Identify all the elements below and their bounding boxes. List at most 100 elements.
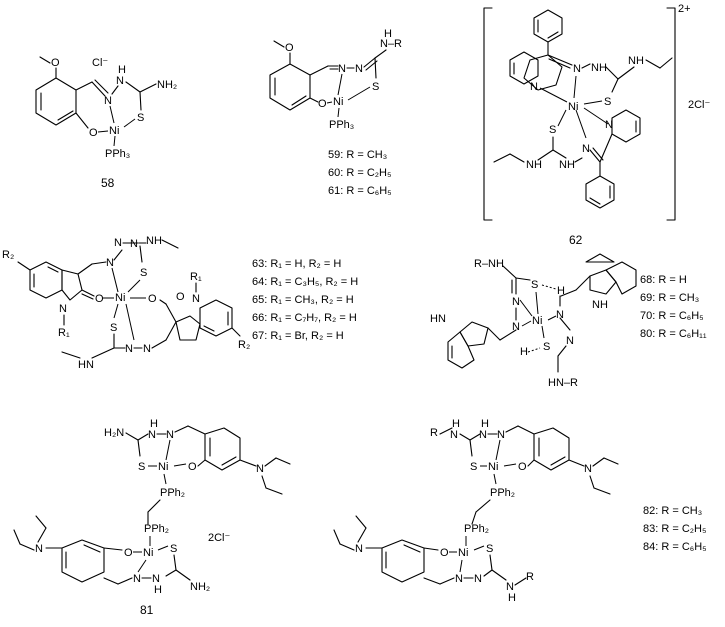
atom-nickel: Ni	[158, 461, 168, 473]
r-n-bond	[439, 427, 453, 435]
atom-phosphine: PPh₂	[160, 487, 185, 499]
atom-nitrogen: N	[256, 463, 264, 475]
atom-nickel: Ni	[333, 96, 343, 108]
atom-nitrogen: N	[497, 429, 505, 441]
methyl-bond	[273, 40, 285, 48]
ni-n-bond	[521, 320, 532, 327]
cs-bond	[515, 277, 531, 281]
phenyl-ring	[585, 175, 615, 209]
ring-double-bond	[403, 544, 421, 553]
atom-oxygen: O	[95, 293, 104, 305]
carbonyl-link	[165, 303, 177, 323]
c-nh2-bond	[139, 83, 157, 93]
ethyl-bond	[265, 487, 283, 495]
atom-oxygen: O	[89, 127, 98, 139]
methyl-bond	[161, 239, 179, 249]
c-nh-bond	[491, 569, 507, 581]
atom-hydrogen: H	[508, 592, 516, 604]
ethyl-bond	[659, 57, 673, 69]
n-r-bond	[514, 577, 527, 586]
atom-nitrogen: N	[133, 573, 141, 585]
atom-oxygen: O	[440, 547, 449, 559]
ch-bond	[75, 81, 93, 91]
imine-bond	[439, 577, 455, 585]
atom-nitrogen-h: N	[148, 429, 156, 441]
atom-nitrogen: N	[192, 293, 200, 305]
atom-nitrogen: N	[338, 63, 346, 75]
imine-bond	[151, 339, 167, 349]
c-n-bond	[125, 432, 139, 441]
c-py-bond	[599, 133, 613, 163]
label-63: 63: R₁ = H, R₂ = H	[252, 258, 341, 270]
ethyl-bond	[275, 457, 291, 465]
atom-phosphine: PPh₃	[329, 119, 354, 131]
atom-r2: R₂	[238, 339, 250, 351]
cs-bond	[139, 91, 142, 111]
ni-n-bond	[109, 105, 115, 124]
counterion: 2Cl⁻	[688, 99, 711, 111]
atom-hydrogen: H	[150, 418, 158, 430]
atom-phosphine: PPh₂	[464, 523, 489, 535]
ring-double-bond	[291, 95, 307, 106]
ring-double-bond	[203, 325, 215, 332]
atom-sulfur: S	[549, 124, 556, 136]
ni-s-bond	[127, 279, 141, 293]
c-n-bond	[469, 433, 481, 441]
ni-n-bond	[495, 439, 501, 461]
ni-n-bond	[165, 439, 171, 461]
label-59: 59: R = CH₃	[328, 149, 387, 161]
atom-nitrogen-h: N–R	[380, 38, 402, 50]
ch2-bond	[147, 499, 161, 513]
c-n-bond	[459, 433, 471, 441]
atom-nickel: Ni	[458, 547, 468, 559]
ni-p-bond	[163, 473, 167, 485]
atom-hn-r: HN–R	[548, 377, 578, 389]
ring-double-bond	[57, 110, 74, 121]
c-nh2-bond	[175, 569, 191, 581]
label-66: 66: R₁ = C₇H₇, R₂ = H	[252, 312, 357, 324]
atom-sulfur: S	[170, 543, 177, 555]
atom-nitrogen: N	[566, 335, 574, 347]
atom-nitrogen: N	[125, 343, 133, 355]
label-68: 68: R = H	[640, 274, 687, 286]
nc-bond	[605, 66, 619, 80]
methyl-bond	[61, 351, 81, 359]
atom-phosphine: PPh₂	[144, 523, 169, 535]
c-o-bond	[197, 459, 206, 467]
ch-bond	[309, 65, 329, 76]
atom-nitrogen: N	[166, 429, 174, 441]
c-o-bond	[75, 112, 89, 129]
ch2-bond	[475, 499, 491, 513]
atom-nickel: Ni	[109, 125, 119, 137]
o-ni-bond	[326, 101, 333, 104]
compound-number: 58	[101, 176, 115, 190]
ni-p-bond	[493, 473, 497, 485]
c-n-bond	[568, 459, 585, 467]
atom-oxygen: O	[124, 547, 133, 559]
atom-nitrogen-h: NH	[628, 55, 644, 67]
ethyl-bond	[355, 515, 367, 529]
cs-bond	[489, 554, 493, 571]
atom-hydrogen: H	[154, 584, 162, 596]
atom-sulfur: S	[140, 267, 147, 279]
atom-oxygen: O	[51, 57, 60, 69]
ring-double-bond	[83, 544, 101, 553]
indole-link	[487, 327, 501, 341]
c-n-bond	[239, 459, 257, 467]
nc-double-bond	[589, 149, 601, 163]
c-n-bond	[617, 66, 635, 80]
ring-double-bond	[47, 266, 59, 273]
ch-bond	[560, 289, 577, 297]
nc-bond	[125, 81, 141, 93]
atom-sulfur: S	[470, 461, 477, 473]
atom-nitrogen-h: NH	[526, 159, 542, 171]
carbonyl-double-bond	[81, 293, 94, 300]
cn-bond	[547, 54, 573, 66]
ni-s-bond	[535, 291, 539, 315]
ni-s-bond	[557, 109, 567, 127]
atom-nitrogen-h: NH	[559, 159, 575, 171]
atom-amine: NH₂	[157, 79, 177, 91]
atom-hydrogen: H	[481, 418, 489, 430]
atom-nitrogen: N	[355, 543, 363, 555]
ethyl-bond	[333, 529, 341, 545]
